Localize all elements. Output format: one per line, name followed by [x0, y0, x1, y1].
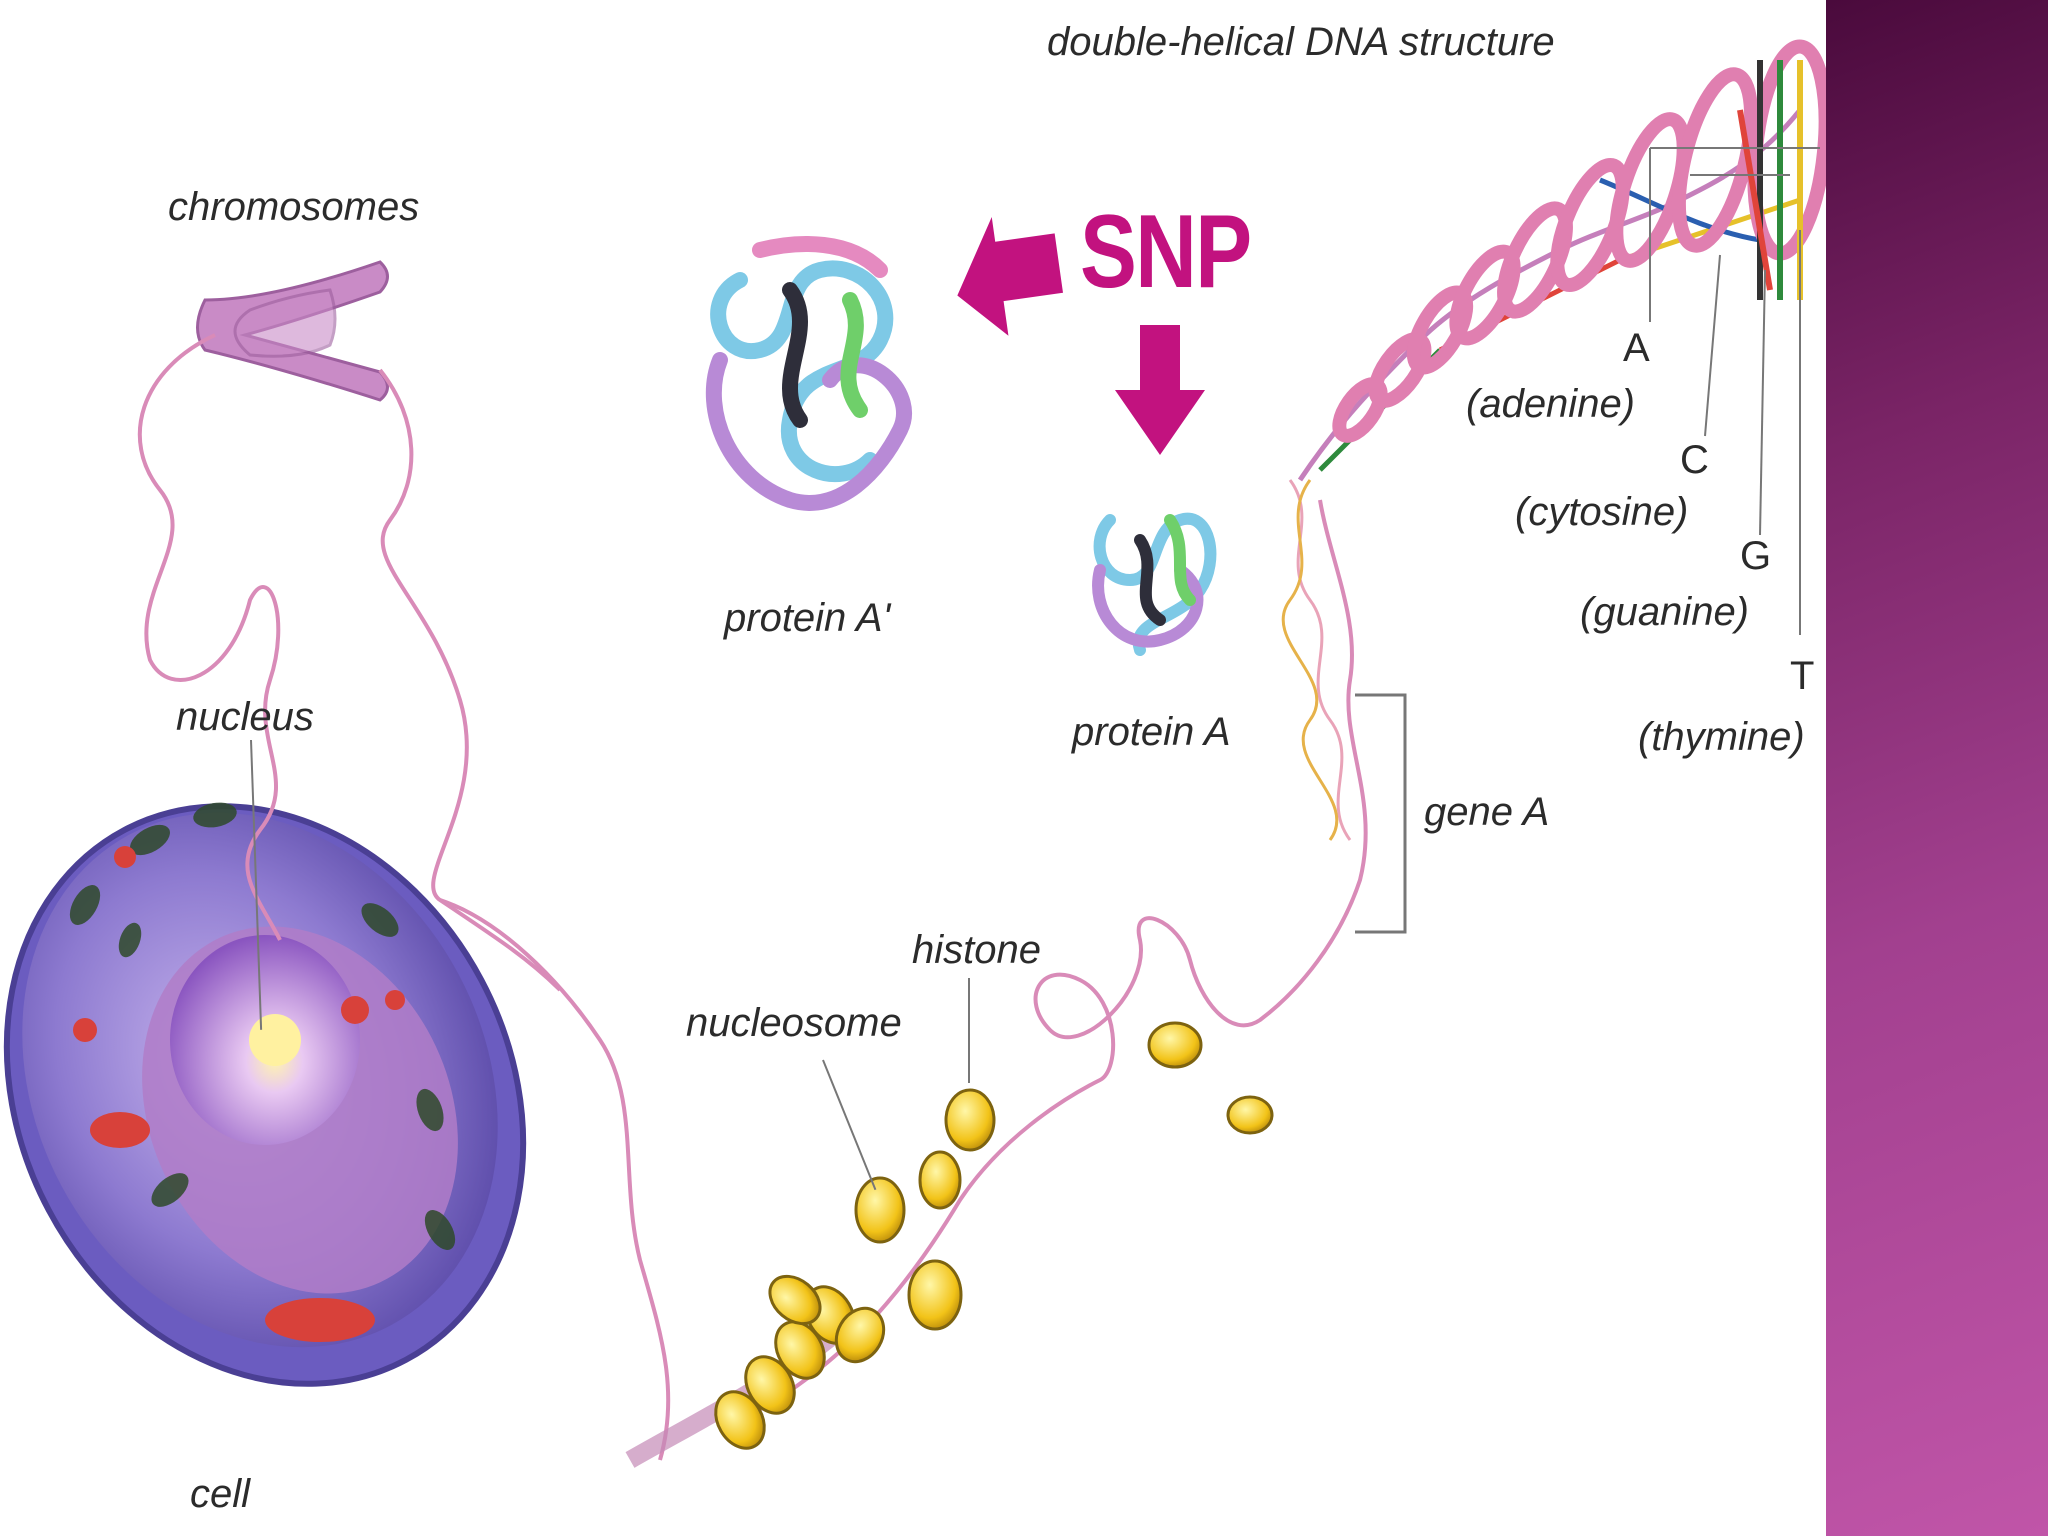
arrow-down-icon — [1115, 325, 1205, 455]
nucleosome-coil — [625, 1021, 1274, 1468]
nucleus-label: nucleus — [176, 695, 314, 739]
histone-label: histone — [912, 928, 1041, 972]
base-letter-g: G — [1740, 534, 1772, 578]
protein-a-shape — [1092, 512, 1217, 656]
arrow-left-icon — [957, 216, 1063, 336]
cell-illustration — [3, 802, 527, 1387]
base-letter-t: T — [1790, 654, 1815, 698]
protein-a-label: protein A — [1072, 710, 1231, 754]
chromosome-shape — [196, 260, 389, 402]
gene-a-label: gene A — [1424, 790, 1550, 834]
base-pointer-lines — [1649, 147, 1820, 635]
dna-strand — [137, 333, 1368, 1461]
base-name-thymine: (thymine) — [1638, 715, 1805, 759]
base-name-adenine: (adenine) — [1466, 382, 1636, 426]
side-decor-panel — [1826, 0, 2048, 1536]
base-name-cytosine: (cytosine) — [1515, 490, 1689, 534]
nucleosome-label: nucleosome — [686, 1001, 902, 1045]
double-helix — [1297, 39, 1833, 482]
base-letter-c: C — [1680, 438, 1709, 482]
cell-label: cell — [190, 1472, 251, 1516]
protein-a-prime-shape — [705, 236, 912, 511]
histone-pointer — [968, 978, 970, 1083]
snp-arrows — [957, 216, 1205, 455]
chromosomes-label: chromosomes — [168, 185, 420, 229]
double-helix-label: double-helical DNA structure — [1047, 20, 1555, 64]
snp-label: SNP — [1080, 194, 1252, 310]
base-letter-a: A — [1623, 326, 1650, 370]
gene-bracket — [1355, 693, 1407, 934]
protein-a-prime-label: protein A' — [724, 596, 891, 640]
base-name-guanine: (guanine) — [1580, 590, 1750, 634]
gene-helix — [1281, 479, 1352, 841]
